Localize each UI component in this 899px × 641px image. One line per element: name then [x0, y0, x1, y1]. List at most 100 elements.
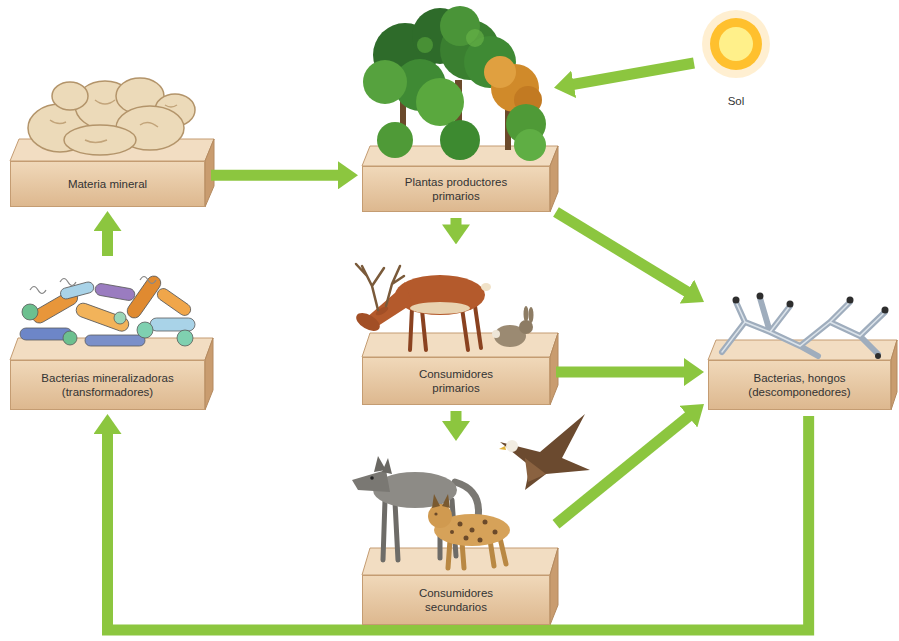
bacteria	[137, 322, 153, 338]
box-front: Bacterias mineralizadoras (transformador…	[10, 360, 205, 410]
ecosystem-box: Materia mineral	[10, 75, 205, 207]
flow-arrow	[570, 63, 694, 85]
deer-rabbit	[356, 264, 404, 310]
bacteria	[94, 283, 135, 302]
deer-rabbit	[353, 264, 533, 350]
flow-arrow	[451, 218, 462, 228]
predators	[464, 536, 469, 541]
plant-trees	[440, 120, 480, 160]
sun-disc	[710, 18, 762, 70]
bacteria	[74, 301, 130, 333]
predators	[395, 502, 398, 560]
predators	[499, 446, 506, 450]
predators	[434, 512, 497, 542]
box-label: Bacterias, hongos (descomponedores)	[725, 371, 875, 400]
sun-core	[719, 27, 753, 61]
predators	[506, 440, 518, 452]
mineral-rocks	[52, 82, 88, 110]
deer-rabbit	[410, 308, 412, 350]
deer-rabbit	[529, 307, 534, 323]
box-front: Consumidores secundarios	[362, 575, 550, 625]
predators	[370, 476, 374, 480]
box-label: Plantas productores primarios	[396, 175, 516, 204]
deer-rabbit	[410, 302, 470, 314]
predators	[455, 482, 479, 518]
predators	[458, 522, 463, 527]
plant-trees	[417, 37, 433, 53]
box-side	[550, 146, 558, 212]
predators	[428, 504, 452, 528]
plant-trees	[514, 129, 546, 161]
box-label: Materia mineral	[68, 177, 147, 191]
box-side	[205, 338, 213, 410]
predators	[483, 520, 488, 525]
bacteria	[85, 335, 145, 346]
ecosystem-box: Consumidores secundarios	[362, 445, 550, 625]
predators	[462, 542, 464, 568]
predators	[493, 530, 498, 535]
predators	[500, 414, 590, 490]
deer-rabbit	[475, 306, 481, 348]
predators	[434, 512, 437, 515]
box-top	[362, 548, 558, 575]
mineral-rocks	[28, 78, 195, 155]
bacteria	[114, 312, 126, 324]
sun-label: Sol	[728, 94, 745, 108]
flow-arrow	[556, 414, 692, 524]
fungi	[787, 301, 794, 308]
box-side	[205, 139, 897, 625]
box-side	[550, 548, 558, 625]
fungi	[733, 297, 740, 304]
sun-glow	[702, 10, 770, 78]
box-front: Plantas productores primarios	[362, 166, 550, 212]
plant-trees	[363, 6, 546, 161]
plant-trees	[377, 122, 413, 158]
flow-arrow	[108, 416, 809, 630]
plant-trees	[416, 78, 464, 126]
bacteria	[155, 286, 193, 318]
ecosystem-box: Bacterias mineralizadoras (transformador…	[10, 262, 205, 410]
sun-node: Sol	[700, 8, 772, 108]
fungi	[757, 293, 764, 300]
plant-trees	[363, 60, 407, 104]
bacteria	[30, 277, 156, 294]
mineral-rocks	[64, 125, 136, 155]
predators	[448, 540, 450, 568]
deer-rabbit	[462, 308, 468, 350]
predators	[352, 414, 590, 568]
plant-trees	[466, 29, 484, 47]
deer-rabbit	[492, 330, 500, 338]
box-front: Consumidores primarios	[362, 357, 550, 405]
ecosystem-box: Consumidores primarios	[362, 248, 550, 405]
predators	[525, 458, 546, 482]
sun-icon	[700, 8, 772, 80]
box-front: Bacterias, hongos (descomponedores)	[708, 360, 891, 410]
bacteria	[20, 273, 195, 346]
box-label: Consumidores primarios	[411, 367, 501, 396]
mineral-rocks	[50, 100, 177, 143]
ecosystem-box: Bacterias, hongos (descomponedores)	[708, 290, 891, 410]
predators	[478, 538, 483, 543]
bacteria	[22, 304, 38, 320]
fungi	[875, 353, 881, 359]
plant-trees	[484, 56, 516, 88]
flow-arrow	[102, 227, 113, 256]
predators	[383, 500, 385, 560]
box-top	[362, 333, 558, 357]
predators	[470, 528, 475, 533]
fungi	[722, 293, 889, 360]
flow-arrow	[211, 170, 342, 181]
deer-rabbit	[524, 306, 529, 322]
predators	[382, 458, 392, 474]
bacteria	[150, 318, 195, 331]
box-side	[891, 340, 897, 410]
predators	[500, 538, 506, 564]
fungi	[722, 302, 885, 352]
fungi	[722, 298, 885, 356]
deer-rabbit	[422, 310, 426, 350]
deer-rabbit	[481, 283, 491, 291]
box-front: Materia mineral	[10, 161, 205, 207]
bacteria	[63, 331, 77, 345]
predators	[450, 530, 454, 534]
